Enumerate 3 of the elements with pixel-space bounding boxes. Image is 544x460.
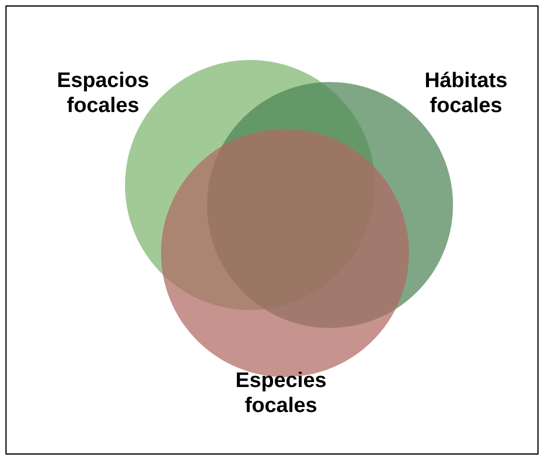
set-label: Espacios focales [58, 72, 148, 112]
set-label: Hábitats focales [426, 72, 507, 112]
set-label: Especies focales [236, 372, 326, 412]
